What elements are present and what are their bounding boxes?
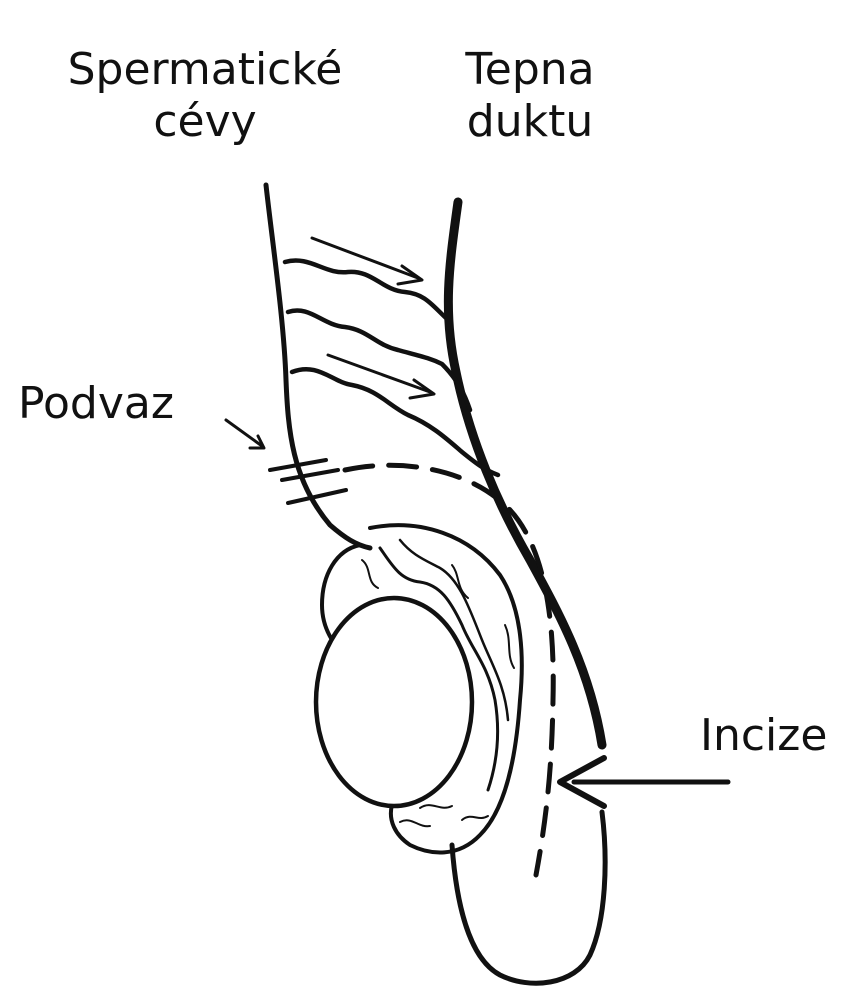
label-ligature: Podvaz (18, 378, 174, 430)
ligature-mark-3 (288, 490, 346, 503)
label-spermatic-vessels: Spermatické cévy (40, 44, 370, 148)
flow-arrow-upper (312, 238, 418, 278)
label-duct-artery-line2: duktu (440, 96, 620, 148)
flow-arrow-lower (328, 355, 430, 392)
ligature-pointer (226, 420, 262, 446)
testis (316, 598, 472, 806)
label-spermatic-vessels-line2: cévy (40, 96, 370, 148)
label-duct-artery-line1: Tepna (440, 44, 620, 96)
spermatic-vessel-1 (285, 261, 446, 318)
ligature-mark-2 (282, 470, 338, 480)
label-spermatic-vessels-line1: Spermatické (40, 44, 370, 96)
epididymis-vessel-4 (400, 805, 488, 826)
label-incision: Incize (700, 710, 827, 762)
duct-artery-outline (448, 202, 602, 745)
label-duct-artery: Tepna duktu (440, 44, 620, 148)
